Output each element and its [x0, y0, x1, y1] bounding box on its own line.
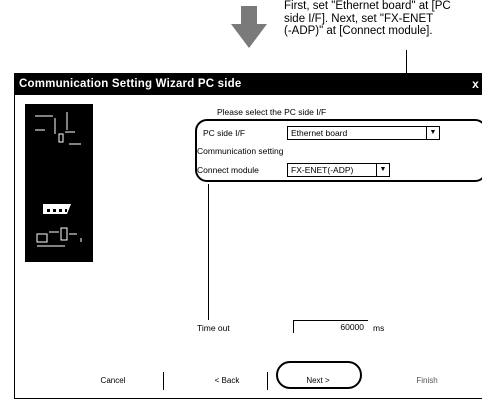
- next-button[interactable]: Next >: [306, 376, 330, 385]
- connect-module-label: Connect module: [197, 165, 259, 175]
- communication-setting-label: Communication setting: [197, 146, 284, 156]
- window-title: Communication Setting Wizard PC side: [19, 78, 242, 90]
- timeout-value: 60000: [340, 322, 364, 332]
- timeout-unit: ms: [373, 323, 385, 333]
- down-arrow-icon: [231, 6, 267, 48]
- connect-module-value: FX-ENET(-ADP): [291, 165, 354, 175]
- connect-module-select[interactable]: FX-ENET(-ADP) ▼: [287, 163, 390, 177]
- back-button[interactable]: < Back: [187, 372, 268, 390]
- pc-side-if-value: Ethernet board: [291, 128, 348, 138]
- chevron-down-icon[interactable]: ▼: [426, 127, 439, 139]
- divider-line: [208, 184, 209, 320]
- chevron-down-icon[interactable]: ▼: [376, 164, 389, 176]
- next-highlight-oval: [276, 361, 362, 389]
- wizard-window: Communication Setting Wizard PC side x: [14, 73, 482, 399]
- finish-button[interactable]: Finish: [416, 376, 438, 385]
- title-bar: Communication Setting Wizard PC side x: [15, 74, 482, 95]
- pc-side-if-label: PC side I/F: [203, 128, 246, 138]
- pc-side-if-select[interactable]: Ethernet board ▼: [287, 126, 440, 140]
- instruction-annotation: First, set "Ethernet board" at [PC side …: [284, 0, 451, 37]
- wizard-illustration: [25, 104, 93, 262]
- wizard-prompt: Please select the PC side I/F: [217, 107, 327, 117]
- highlight-oval: [195, 119, 482, 182]
- close-icon[interactable]: x: [472, 77, 479, 91]
- timeout-input[interactable]: 60000: [293, 320, 368, 333]
- timeout-label: Time out: [197, 323, 230, 333]
- illustration-graphic: [35, 112, 82, 247]
- cancel-button[interactable]: Cancel: [63, 372, 164, 390]
